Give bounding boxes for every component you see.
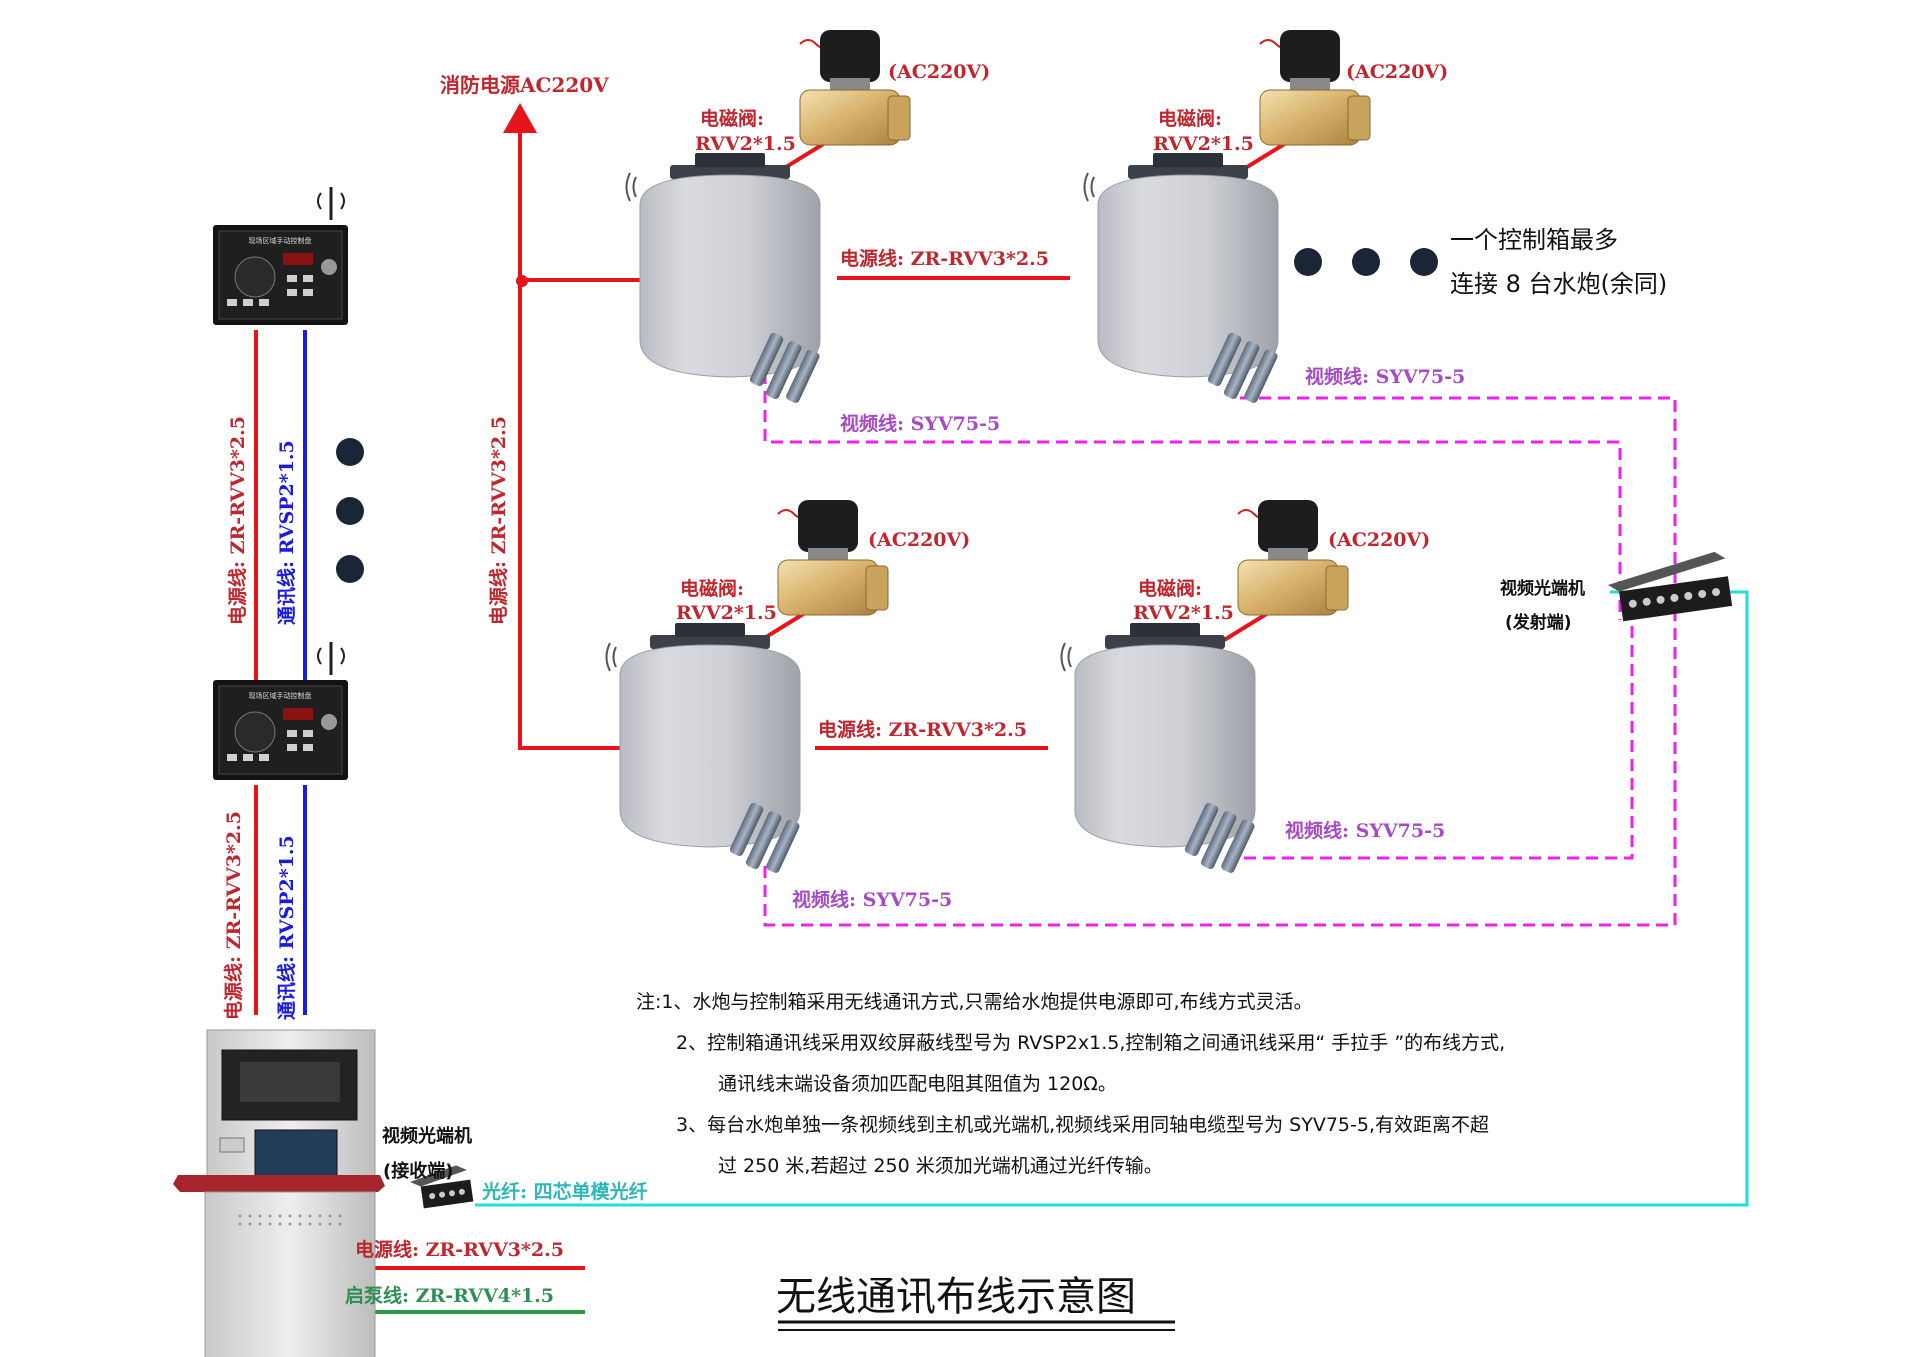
optical-tx-name: 视频光端机	[1500, 578, 1585, 599]
solenoid-valve-4	[1237, 500, 1349, 616]
water-cannon-2	[1083, 153, 1279, 403]
optical-transceiver-rx	[410, 1165, 474, 1209]
optical-rx-role: (接收端)	[383, 1160, 453, 1182]
water-cannon-3	[605, 623, 801, 873]
note-line-5: 过 250 米,若超过 250 米须加光端机通过光纤传输。	[718, 1155, 1163, 1177]
max-note-line-1: 一个控制箱最多	[1450, 226, 1618, 254]
video-cable-3	[1225, 620, 1634, 860]
wifi-icon	[625, 172, 637, 202]
junction-dot	[516, 275, 528, 287]
left-power-lower-label: 电源线: ZR-RVV3*2.5	[222, 811, 245, 1020]
power-line-bottom-label: 电源线: ZR-RVV3*2.5	[818, 718, 1027, 741]
valve-label-1: 电磁阀:	[700, 107, 764, 130]
antenna-icon	[317, 642, 345, 675]
max-note-line-2: 连接 8 台水炮(余同)	[1450, 270, 1667, 298]
valve-cable-3: RVV2*1.5	[676, 602, 777, 624]
solenoid-valve-2	[1259, 30, 1371, 146]
diagram-title: 无线通讯布线示意图	[776, 1274, 1136, 1320]
pump-line-label: 启泵线: ZR-RVV4*1.5	[345, 1284, 554, 1307]
video-line-label-1: 视频线: SYV75-5	[840, 412, 1000, 435]
wifi-icon	[605, 642, 617, 672]
host-power-label: 电源线: ZR-RVV3*2.5	[355, 1238, 564, 1261]
valve-cable-4: RVV2*1.5	[1133, 602, 1234, 624]
left-comm-upper-label: 通讯线: RVSP2*1.5	[275, 440, 298, 625]
note-line-2: 2、控制箱通讯线采用双绞屏蔽线型号为 RVSP2x1.5,控制箱之间通讯线采用“…	[676, 1032, 1505, 1054]
fire-power-arrow	[503, 103, 537, 133]
note-line-4: 3、每台水炮单独一条视频线到主机或光端机,视频线采用同轴电缆型号为 SYV75-…	[676, 1114, 1489, 1136]
wifi-icon	[1083, 172, 1095, 202]
control-box-header: 现场区域手动控制盘	[249, 236, 312, 245]
control-box-2: 现场区域手动控制盘	[213, 642, 348, 780]
valve-voltage-1: (AC220V)	[888, 61, 990, 83]
valve-voltage-2: (AC220V)	[1346, 61, 1448, 83]
video-cables	[763, 372, 1677, 927]
video-line-label-2: 视频线: SYV75-5	[1305, 365, 1465, 388]
antenna-icon	[317, 187, 345, 220]
left-comm-lower-label: 通讯线: RVSP2*1.5	[275, 835, 298, 1020]
water-cannon-4	[1060, 623, 1256, 873]
valve-voltage-4: (AC220V)	[1328, 529, 1430, 551]
video-line-label-4: 视频线: SYV75-5	[1285, 819, 1445, 842]
power-line-top-label: 电源线: ZR-RVV3*2.5	[840, 247, 1049, 270]
ellipsis-dots-right	[1294, 248, 1438, 276]
video-cable-2	[763, 396, 1677, 927]
valve-label-4: 电磁阀:	[1138, 577, 1202, 600]
power-line-vertical-label: 电源线: ZR-RVV3*2.5	[487, 416, 510, 625]
video-cable-1	[763, 372, 1622, 620]
note-line-1: 注:1、水炮与控制箱采用无线通讯方式,只需给水炮提供电源即可,布线方式灵活。	[636, 991, 1313, 1013]
valve-voltage-3: (AC220V)	[868, 529, 970, 551]
solenoid-valve-1	[799, 30, 911, 146]
video-line-label-3: 视频线: SYV75-5	[792, 888, 952, 911]
control-box-1: 现场区域手动控制盘	[213, 187, 348, 325]
optical-rx-name: 视频光端机	[382, 1125, 472, 1147]
valve-cable-1: RVV2*1.5	[695, 133, 796, 155]
valve-cable-2: RVV2*1.5	[1153, 133, 1254, 155]
fire-power-label: 消防电源AC220V	[440, 73, 609, 97]
valve-label-3: 电磁阀:	[680, 577, 744, 600]
note-line-3: 通讯线末端设备须加匹配电阻其阻值为 120Ω。	[718, 1073, 1117, 1095]
optical-transceiver-tx	[1608, 551, 1733, 622]
valve-label-2: 电磁阀:	[1158, 107, 1222, 130]
fiber-label: 光纤: 四芯单模光纤	[481, 1180, 648, 1203]
control-box-header: 现场区域手动控制盘	[249, 691, 312, 700]
host-console	[173, 1029, 385, 1357]
wifi-icon	[1060, 642, 1072, 672]
optical-tx-role: (发射端)	[1505, 612, 1572, 633]
left-power-upper-label: 电源线: ZR-RVV3*2.5	[226, 416, 249, 625]
fire-power-trunk	[518, 132, 620, 750]
solenoid-valve-3	[777, 500, 889, 616]
ellipsis-dots-left	[336, 438, 364, 583]
water-cannon-1	[625, 153, 821, 403]
